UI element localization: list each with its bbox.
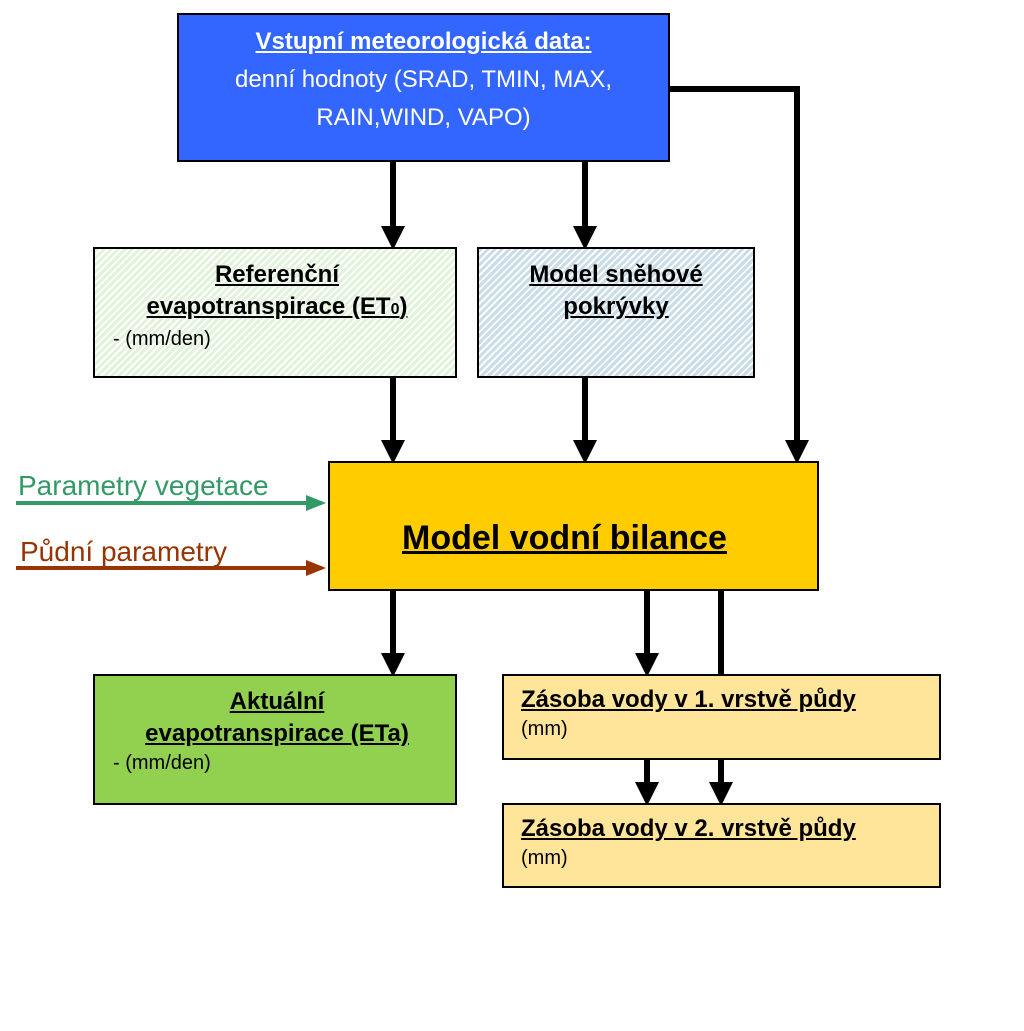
soil-layer-2-box: Zásoba vody v 2. vrstvě půdy (mm) bbox=[502, 803, 941, 888]
soil-layer-1-unit: (mm) bbox=[521, 718, 568, 740]
meteorological-input-box: Vstupní meteorologická data: denní hodno… bbox=[177, 13, 670, 162]
soil-parameters-label: Půdní parametry bbox=[20, 536, 227, 567]
actual-et-title: Aktuální evapotranspirace (ETa) bbox=[95, 676, 455, 750]
reference-et-box: Referenční evapotranspirace (ET0) - (mm/… bbox=[93, 247, 457, 378]
actual-et-unit: - (mm/den) bbox=[113, 752, 211, 774]
input-line-2: RAIN,WIND, VAPO) bbox=[316, 104, 531, 131]
reference-et-title-text: evapotranspirace (ET bbox=[146, 293, 391, 320]
soil-layer-1-title: Zásoba vody v 1. vrstvě půdy bbox=[521, 686, 856, 713]
snow-model-title: Model sněhové pokrývky bbox=[479, 249, 753, 323]
soil-layer-2-unit: (mm) bbox=[521, 847, 568, 869]
reference-et-title: Referenční evapotranspirace (ET0) bbox=[95, 249, 455, 326]
snow-model-box: Model sněhové pokrývky bbox=[477, 247, 755, 378]
vegetation-parameters-label: Parametry vegetace bbox=[18, 470, 269, 501]
input-line-1: denní hodnoty (SRAD, TMIN, MAX, bbox=[234, 66, 613, 93]
arrow-input-to-water-balance bbox=[670, 86, 809, 464]
reference-et-title-line1: Referenční bbox=[214, 261, 340, 288]
snow-model-title-line2: pokrývky bbox=[563, 293, 669, 320]
actual-et-title-line1: Aktuální bbox=[229, 688, 325, 715]
reference-et-unit: - (mm/den) bbox=[113, 328, 211, 350]
water-balance-box: Model vodní bilance bbox=[328, 461, 819, 591]
input-title: Vstupní meteorologická data: bbox=[255, 28, 592, 55]
reference-et-subscript: 0 bbox=[390, 301, 400, 318]
actual-et-title-line2: evapotranspirace (ETa) bbox=[145, 720, 409, 747]
water-balance-title: Model vodní bilance bbox=[402, 519, 727, 557]
actual-et-box: Aktuální evapotranspirace (ETa) - (mm/de… bbox=[93, 674, 457, 805]
snow-model-title-line1: Model sněhové bbox=[529, 261, 703, 288]
soil-layer-1-box: Zásoba vody v 1. vrstvě půdy (mm) bbox=[502, 674, 941, 760]
soil-layer-2-title: Zásoba vody v 2. vrstvě půdy bbox=[521, 815, 856, 842]
reference-et-title-line2: evapotranspirace (ET0) bbox=[105, 291, 449, 326]
reference-et-title-end: ) bbox=[399, 293, 408, 320]
